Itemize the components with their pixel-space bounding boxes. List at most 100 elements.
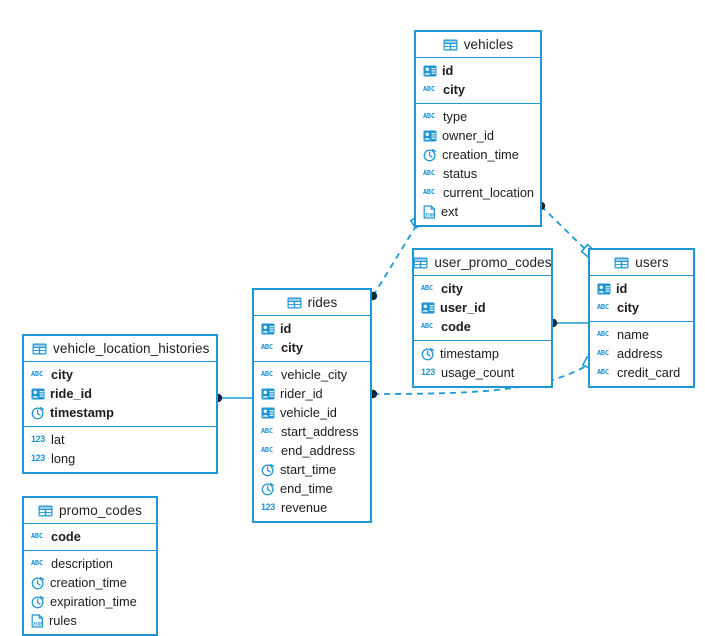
column-row-start_time[interactable]: start_time bbox=[254, 460, 370, 479]
column-row-rider_id[interactable]: rider_id bbox=[254, 384, 370, 403]
primary-key-row-user_id[interactable]: user_id bbox=[414, 298, 551, 317]
column-row-end_time[interactable]: end_time bbox=[254, 479, 370, 498]
entity-table-promo_codes[interactable]: promo_codescode description creation_timee… bbox=[22, 496, 158, 636]
primary-key-row-city[interactable]: city bbox=[590, 298, 693, 317]
abc-icon bbox=[261, 341, 276, 354]
abc-icon bbox=[597, 328, 612, 341]
column-row-address[interactable]: address bbox=[590, 344, 693, 363]
column-name-label: creation_time bbox=[442, 147, 519, 162]
column-name-label: city bbox=[617, 300, 640, 315]
column-name-label: start_time bbox=[280, 462, 337, 477]
column-row-name[interactable]: name bbox=[590, 325, 693, 344]
column-row-usage_count[interactable]: usage_count bbox=[414, 363, 551, 382]
column-name-label: end_time bbox=[280, 481, 333, 496]
clock-icon bbox=[31, 595, 45, 609]
table-header-user_promo_codes: user_promo_codes bbox=[413, 250, 551, 276]
column-name-label: city bbox=[281, 340, 304, 355]
column-row-long[interactable]: long bbox=[24, 449, 216, 468]
column-row-vehicle_id[interactable]: vehicle_id bbox=[254, 403, 370, 422]
column-row-expiration_time[interactable]: expiration_time bbox=[24, 592, 156, 611]
column-row-lat[interactable]: lat bbox=[24, 430, 216, 449]
table-header-users: users bbox=[590, 250, 693, 276]
entity-table-vehicle_location_histories[interactable]: vehicle_location_historiescity ride_idtim… bbox=[22, 334, 218, 474]
table-grid-icon bbox=[287, 297, 302, 309]
clock-icon bbox=[421, 347, 435, 361]
abc-icon bbox=[597, 301, 612, 314]
column-name-label: credit_card bbox=[617, 365, 681, 380]
column-row-type[interactable]: type bbox=[416, 107, 540, 126]
relationship-vlh-to-rides[interactable] bbox=[213, 393, 252, 403]
contact-card-icon bbox=[261, 388, 275, 400]
primary-key-row-timestamp[interactable]: timestamp bbox=[24, 403, 216, 422]
column-row-vehicle_city[interactable]: vehicle_city bbox=[254, 365, 370, 384]
json-document-icon: JSON bbox=[423, 204, 436, 219]
123-icon bbox=[421, 366, 436, 379]
123-icon bbox=[31, 452, 46, 465]
entity-table-users[interactable]: users id city name address credit_card bbox=[588, 248, 695, 388]
primary-key-section-users: id city bbox=[590, 276, 693, 322]
column-name-label: city bbox=[51, 367, 74, 382]
primary-key-section-promo_codes: code bbox=[24, 524, 156, 551]
abc-icon bbox=[423, 167, 438, 180]
column-row-current_location[interactable]: current_location bbox=[416, 183, 540, 202]
column-name-label: name bbox=[617, 327, 650, 342]
column-name-label: start_address bbox=[281, 424, 359, 439]
column-row-revenue[interactable]: revenue bbox=[254, 498, 370, 517]
table-grid-icon bbox=[413, 257, 428, 269]
primary-key-row-id[interactable]: id bbox=[416, 61, 540, 80]
table-name-label: promo_codes bbox=[59, 503, 142, 518]
column-row-status[interactable]: status bbox=[416, 164, 540, 183]
primary-key-row-city[interactable]: city bbox=[254, 338, 370, 357]
column-row-start_address[interactable]: start_address bbox=[254, 422, 370, 441]
entity-table-user_promo_codes[interactable]: user_promo_codescityuser_idcode timestamp… bbox=[412, 248, 553, 388]
abc-icon bbox=[261, 425, 276, 438]
column-name-label: city bbox=[443, 82, 466, 97]
column-row-owner_id[interactable]: owner_id bbox=[416, 126, 540, 145]
abc-icon bbox=[261, 368, 276, 381]
column-row-credit_card[interactable]: credit_card bbox=[590, 363, 693, 382]
primary-key-row-code[interactable]: code bbox=[414, 317, 551, 336]
table-name-label: vehicle_location_histories bbox=[53, 341, 210, 356]
column-name-label: revenue bbox=[281, 500, 328, 515]
column-row-creation_time[interactable]: creation_time bbox=[416, 145, 540, 164]
entity-table-vehicles[interactable]: vehiclesidcitytypeowner_idcreation_times… bbox=[414, 30, 542, 227]
column-row-ext[interactable]: JSON ext bbox=[416, 202, 540, 221]
primary-key-section-vehicles: id city bbox=[416, 58, 540, 104]
column-row-timestamp[interactable]: timestamp bbox=[414, 344, 551, 363]
primary-key-row-id[interactable]: id bbox=[254, 319, 370, 338]
column-row-description[interactable]: description bbox=[24, 554, 156, 573]
column-row-end_address[interactable]: end_address bbox=[254, 441, 370, 460]
abc-icon bbox=[421, 320, 436, 333]
primary-key-row-code[interactable]: code bbox=[24, 527, 156, 546]
contact-card-icon bbox=[261, 323, 275, 335]
column-name-label: creation_time bbox=[50, 575, 127, 590]
column-name-label: usage_count bbox=[441, 365, 515, 380]
columns-section-users: name address credit_card bbox=[590, 322, 693, 386]
column-name-label: ext bbox=[441, 204, 459, 219]
table-grid-icon bbox=[32, 343, 47, 355]
relationship-line bbox=[372, 225, 417, 297]
column-name-label: code bbox=[51, 529, 81, 544]
abc-icon bbox=[31, 530, 46, 543]
primary-key-row-ride_id[interactable]: ride_id bbox=[24, 384, 216, 403]
column-name-label: end_address bbox=[281, 443, 355, 458]
column-name-label: expiration_time bbox=[50, 594, 137, 609]
table-name-label: users bbox=[635, 255, 669, 270]
contact-card-icon bbox=[31, 388, 45, 400]
table-grid-icon bbox=[38, 505, 53, 517]
column-name-label: vehicle_id bbox=[280, 405, 337, 420]
primary-key-row-id[interactable]: id bbox=[590, 279, 693, 298]
primary-key-row-city[interactable]: city bbox=[416, 80, 540, 99]
column-name-label: code bbox=[441, 319, 471, 334]
table-header-rides: rides bbox=[254, 290, 370, 316]
primary-key-row-city[interactable]: city bbox=[414, 279, 551, 298]
123-icon bbox=[31, 433, 46, 446]
relationship-upc-to-users[interactable] bbox=[548, 318, 588, 328]
column-name-label: ride_id bbox=[50, 386, 92, 401]
column-row-creation_time[interactable]: creation_time bbox=[24, 573, 156, 592]
primary-key-row-city[interactable]: city bbox=[24, 365, 216, 384]
